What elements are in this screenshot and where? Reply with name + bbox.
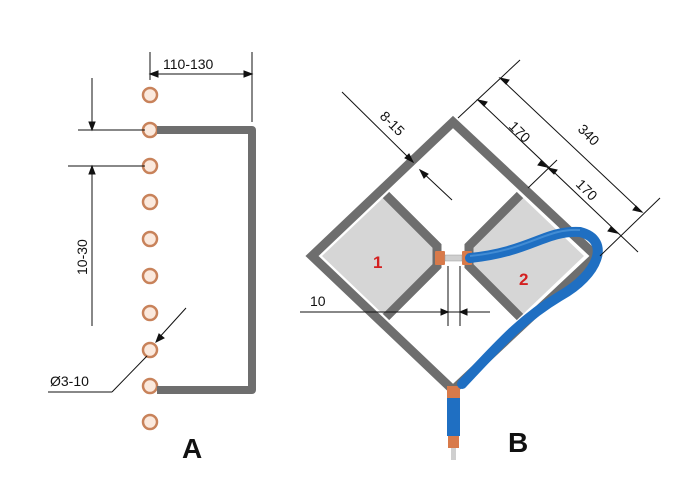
coax-cable-end (448, 436, 459, 448)
half-side-label-2: 170 (573, 176, 601, 204)
zone-1-fill (322, 195, 437, 317)
wire-width-label: 8-15 (377, 108, 408, 139)
perforated-reflector (141, 86, 159, 431)
feed-core (444, 254, 463, 262)
coax-cable-tip (451, 448, 456, 460)
hole (141, 341, 159, 359)
hole (141, 377, 159, 395)
panel-b-caption: B (508, 427, 528, 458)
hole-spacing-dimension (68, 78, 145, 326)
gap-width-label: 110-130 (163, 56, 214, 72)
panel-a-caption: A (182, 433, 202, 464)
zone-2-label: 2 (519, 270, 528, 289)
zone-2-fill (469, 195, 584, 317)
feed-gap-dimension (300, 266, 490, 326)
panel-a: 110-130 10-30 Ø3-10 A (48, 52, 256, 464)
hole (141, 121, 159, 139)
hole-diameter-dimension (48, 307, 187, 393)
half-side-label: 170 (506, 118, 534, 146)
hole (141, 193, 159, 211)
wire-width-dimension (341, 91, 453, 201)
panel-b: 1 2 8-15 170 340 170 (300, 59, 661, 460)
feed-gap-label: 10 (310, 293, 326, 309)
side-length-dimensions (457, 59, 661, 257)
coax-cable (457, 226, 603, 389)
hole (141, 86, 159, 104)
coax-cable-highlight (469, 228, 581, 257)
antenna-side-view (157, 126, 256, 394)
bottom-connector (447, 386, 460, 398)
zone-1-label: 1 (373, 253, 382, 272)
gap-width-dimension (148, 52, 254, 122)
hole (141, 413, 159, 431)
hole-diameter-label: Ø3-10 (50, 373, 89, 389)
hole (141, 230, 159, 248)
full-side-label: 340 (575, 121, 603, 149)
feed-connector-left (435, 251, 445, 265)
coax-cable-lead (447, 398, 460, 436)
hole-spacing-label: 10-30 (74, 239, 90, 275)
hole (141, 304, 159, 322)
hole (141, 267, 159, 285)
hole (141, 157, 159, 175)
